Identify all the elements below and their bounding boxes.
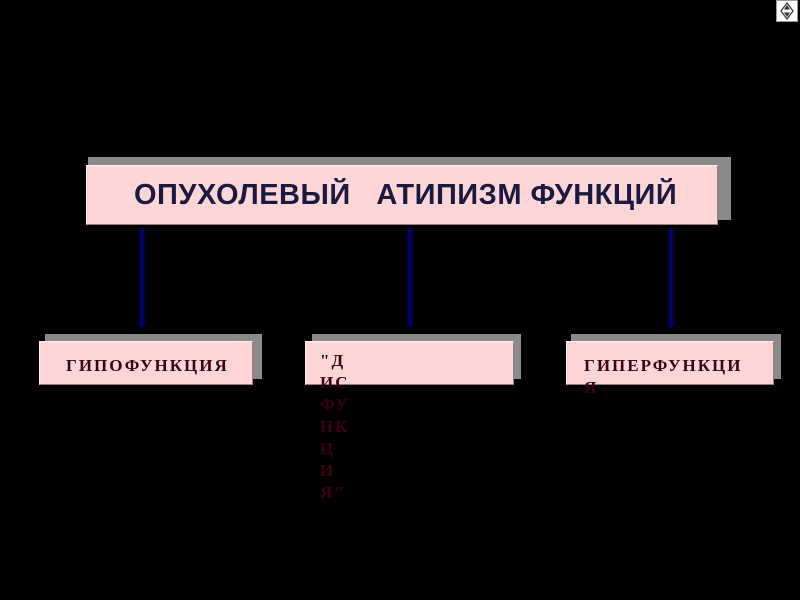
arrowhead-right (667, 322, 675, 330)
diamond-arrows-icon (780, 1, 794, 20)
node-middle-box (305, 341, 514, 385)
node-left-box (39, 341, 253, 385)
diagram-title: ОПУХОЛЕВЫЙ АТИПИЗМ ФУНКЦИЙ (134, 179, 678, 211)
nav-button[interactable] (776, 0, 798, 22)
node-left-label: ГИПОФУНКЦИЯ (66, 356, 229, 375)
arrowhead-left (138, 322, 146, 330)
node-right-label: ГИПЕРФУНКЦИЯ (584, 356, 743, 397)
title-box (86, 165, 718, 225)
node-middle-label: "ДИСФУНКЦИЯ" (320, 351, 350, 502)
arrowhead-middle (406, 322, 414, 330)
node-right-box (566, 341, 774, 385)
